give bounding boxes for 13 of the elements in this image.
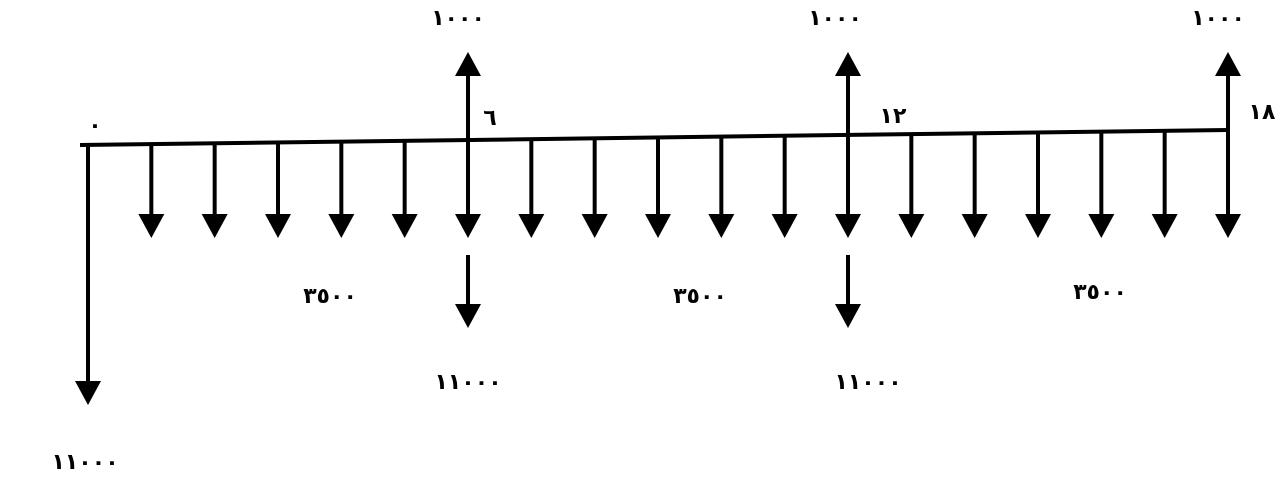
amount-label: ١٠٠٠ [808,7,862,29]
amount-label: ١١٠٠٠ [434,371,502,393]
amount-label: ١٠٠٠ [431,7,485,29]
period-number: ١٨ [1248,101,1276,123]
amount-label: ٣٥٠٠ [673,285,727,307]
period-number: ٦ [483,107,497,129]
amount-label: ١١٠٠٠ [834,371,902,393]
amount-label: ١٠٠٠ [1191,7,1245,29]
amount-label: ١١٠٠٠ [51,451,119,473]
amount-label: ٣٥٠٠ [1073,281,1127,303]
period-number: ١٢ [879,105,907,127]
amount-label: ٣٥٠٠ [303,285,357,307]
period-number: ٠ [88,114,102,136]
